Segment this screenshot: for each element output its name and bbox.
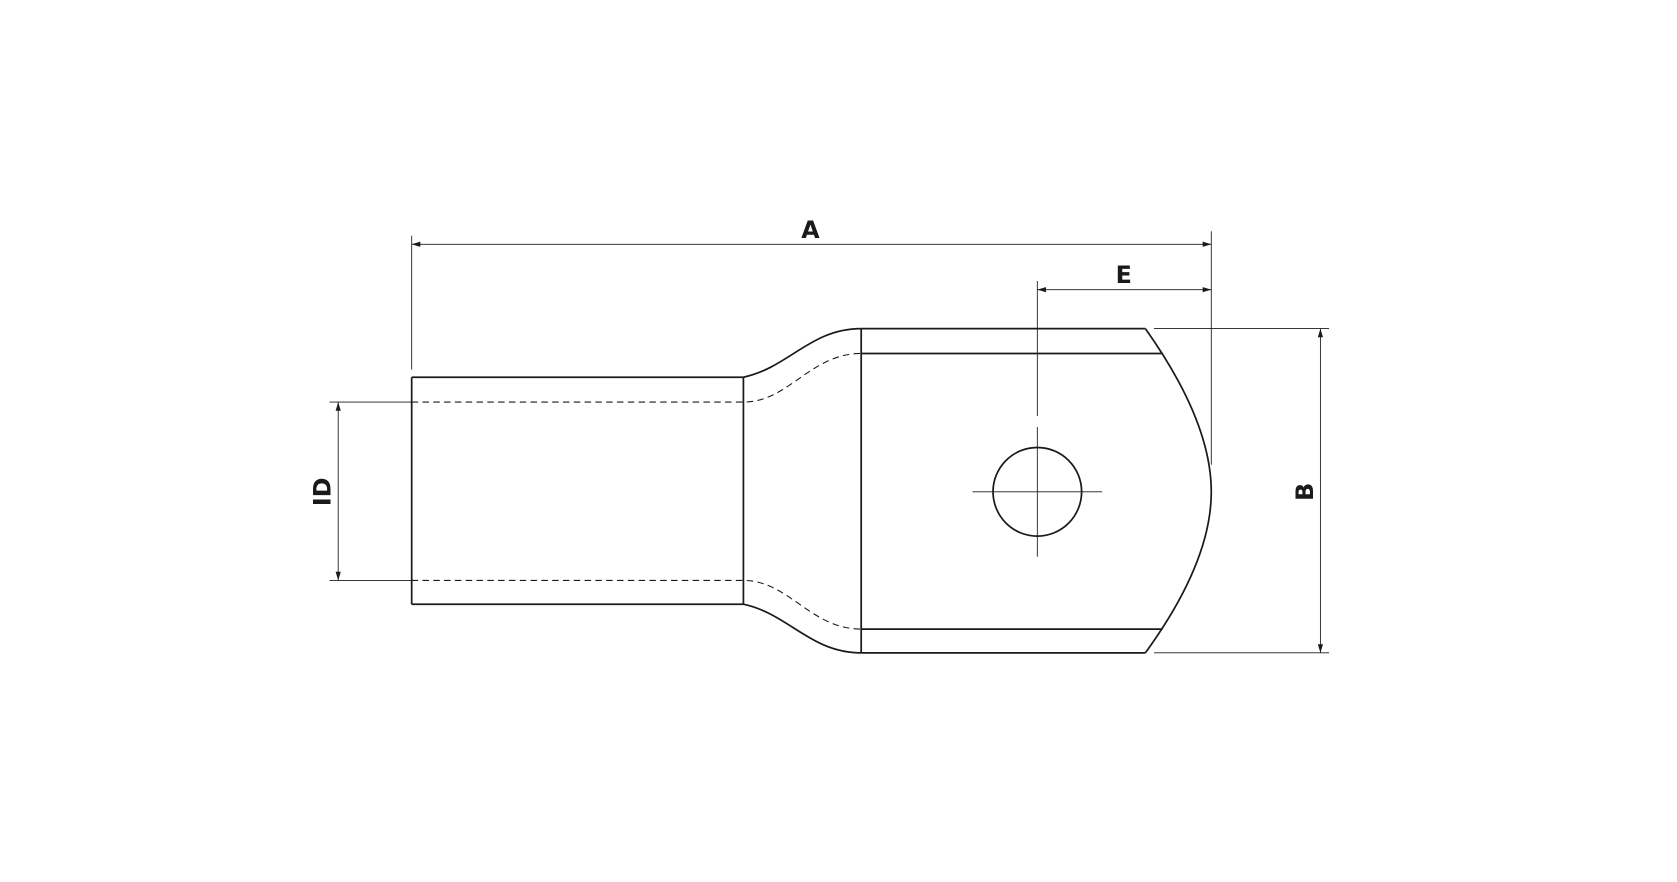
barrel-bore-hidden-lines (411, 352, 862, 630)
bolt-hole (972, 426, 1103, 557)
dimension-id-label: ID (309, 478, 337, 507)
dimension-b-label: B (1291, 483, 1319, 501)
dimension-id (329, 401, 412, 581)
dimension-e (1036, 281, 1212, 417)
dimension-a-label: A (801, 216, 820, 244)
dimension-b (1154, 328, 1330, 654)
dimension-a (411, 231, 1212, 465)
dimension-e-label: E (1116, 261, 1132, 289)
barrel (410, 327, 862, 654)
palm (860, 327, 1213, 654)
